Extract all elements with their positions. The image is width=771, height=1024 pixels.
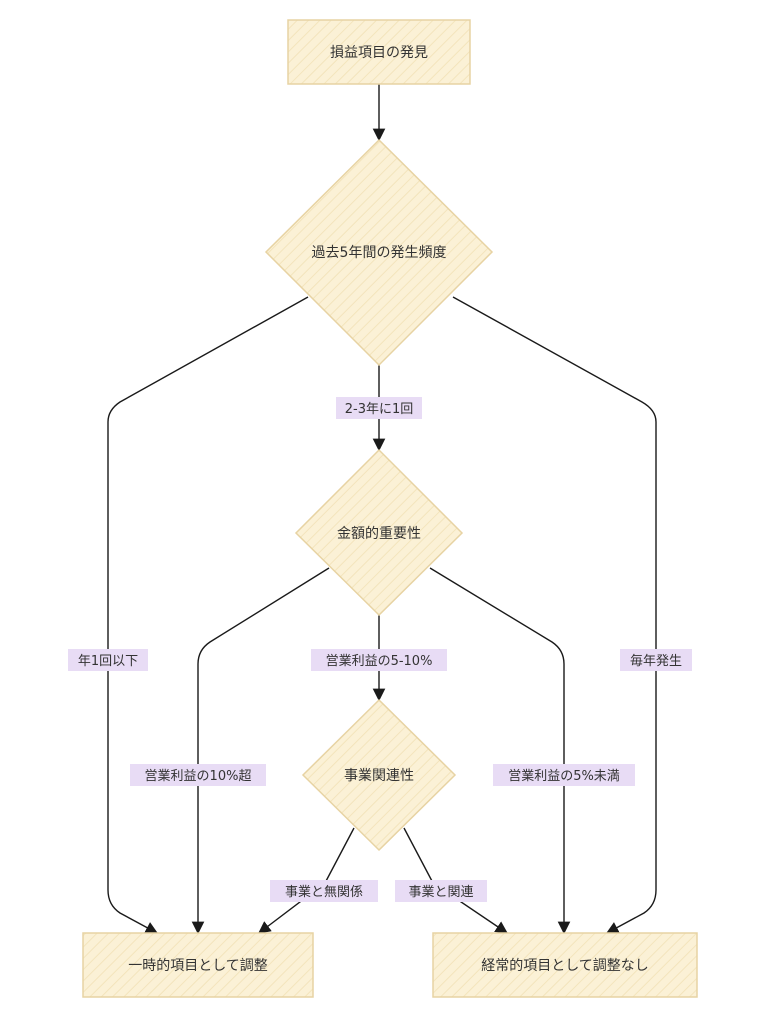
node-temporary-label: 一時的項目として調整 <box>128 958 268 974</box>
edge-frequency-to-recurring <box>452 296 657 934</box>
edge-label-related-text: 事業と関連 <box>408 884 473 900</box>
edge-label-freq-high-text: 毎年発生 <box>630 653 682 669</box>
node-recurring-label: 経常的項目として調整なし <box>481 958 649 974</box>
edge-label-amount-high-text: 営業利益の10%超 <box>145 768 252 784</box>
node-recurring[interactable]: 経常的項目として調整なし <box>432 932 698 998</box>
edge-label-freq-low: 年1回以下 <box>68 649 148 671</box>
node-relation-label: 事業関連性 <box>344 768 414 784</box>
edge-label-amount-low-text: 営業利益の5%未満 <box>508 768 620 784</box>
edge-frequency-to-temporary <box>107 296 309 934</box>
edge-label-unrelated: 事業と無関係 <box>270 880 378 902</box>
node-temporary[interactable]: 一時的項目として調整 <box>82 932 314 998</box>
edge-label-amount-high: 営業利益の10%超 <box>130 764 266 786</box>
node-start[interactable]: 損益項目の発見 <box>287 19 471 85</box>
node-relation[interactable]: 事業関連性 <box>301 698 457 852</box>
node-start-label: 損益項目の発見 <box>330 45 428 61</box>
edge-label-amount-low: 営業利益の5%未満 <box>493 764 635 786</box>
node-frequency-label: 過去5年間の発生頻度 <box>312 245 447 261</box>
node-amount[interactable]: 金額的重要性 <box>294 448 464 617</box>
edge-label-freq-low-text: 年1回以下 <box>78 654 138 669</box>
edge-label-freq-mid: 2-3年に1回 <box>336 397 422 419</box>
edge-label-amount-mid: 営業利益の5-10% <box>311 649 447 671</box>
edge-label-freq-mid-text: 2-3年に1回 <box>345 402 414 417</box>
edge-amount-to-temporary <box>191 567 330 935</box>
edge-label-unrelated-text: 事業と無関係 <box>285 884 363 900</box>
edge-label-amount-mid-text: 営業利益の5-10% <box>326 653 433 669</box>
edge-label-related: 事業と関連 <box>395 880 487 902</box>
node-amount-label: 金額的重要性 <box>337 526 421 542</box>
node-frequency[interactable]: 過去5年間の発生頻度 <box>264 138 494 367</box>
edge-amount-to-recurring <box>429 567 571 935</box>
edge-label-freq-high: 毎年発生 <box>620 649 692 671</box>
